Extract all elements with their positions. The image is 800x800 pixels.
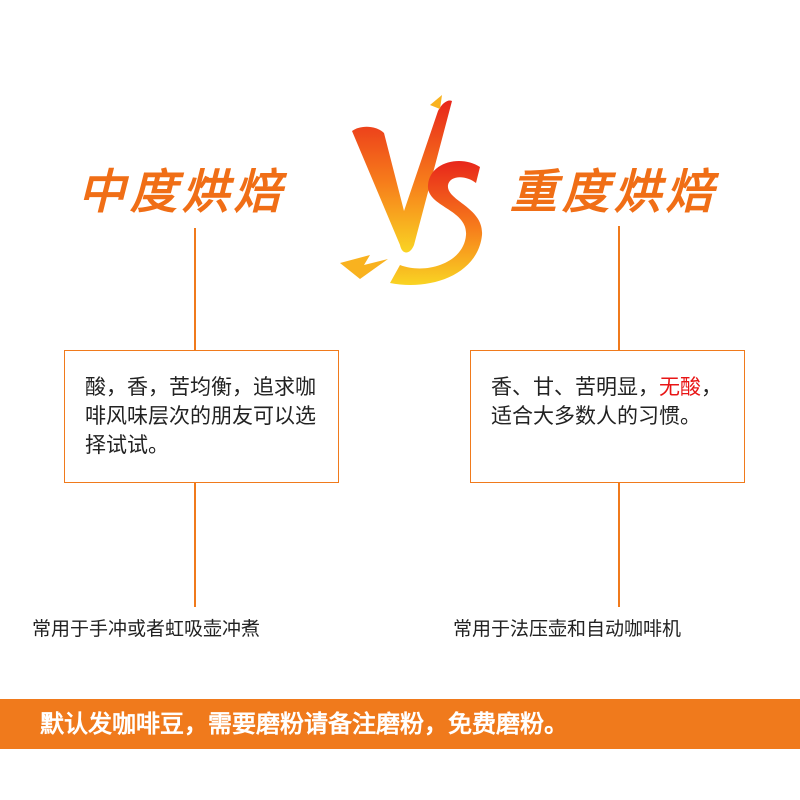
connector-right-top	[618, 226, 620, 350]
dark-roast-description-box: 香、甘、苦明显，无酸，适合大多数人的习惯。	[470, 350, 745, 483]
dark-roast-title: 重度烘焙	[510, 165, 718, 220]
connector-right-bottom	[618, 483, 620, 607]
grinding-notice-banner: 默认发咖啡豆，需要磨粉请备注磨粉，免费磨粉。	[0, 699, 800, 749]
medium-roast-description-box: 酸，香，苦均衡，追求咖啡风味层次的朋友可以选择试试。	[64, 350, 339, 483]
dark-roast-desc-part2: ，适合大多数人的习惯。	[491, 375, 722, 428]
vs-letter-v	[352, 100, 452, 253]
dark-roast-usage: 常用于法压壶和自动咖啡机	[453, 618, 682, 640]
vs-letter-s	[390, 161, 483, 285]
vs-brush-splatter	[340, 95, 442, 279]
dark-roast-description: 香、甘、苦明显，无酸，适合大多数人的习惯。	[491, 373, 726, 431]
medium-roast-usage: 常用于手冲或者虹吸壶冲煮	[32, 618, 261, 640]
vs-logo	[340, 95, 483, 285]
dark-roast-desc-part1: 香、甘、苦明显，	[491, 375, 659, 399]
connector-left-bottom	[194, 483, 196, 607]
grinding-notice-text: 默认发咖啡豆，需要磨粉请备注磨粉，免费磨粉。	[40, 710, 568, 738]
connector-left-top	[194, 228, 196, 350]
no-acid-highlight: 无酸	[659, 375, 701, 399]
medium-roast-title: 中度烘焙	[78, 165, 286, 220]
medium-roast-description: 酸，香，苦均衡，追求咖啡风味层次的朋友可以选择试试。	[85, 375, 316, 457]
